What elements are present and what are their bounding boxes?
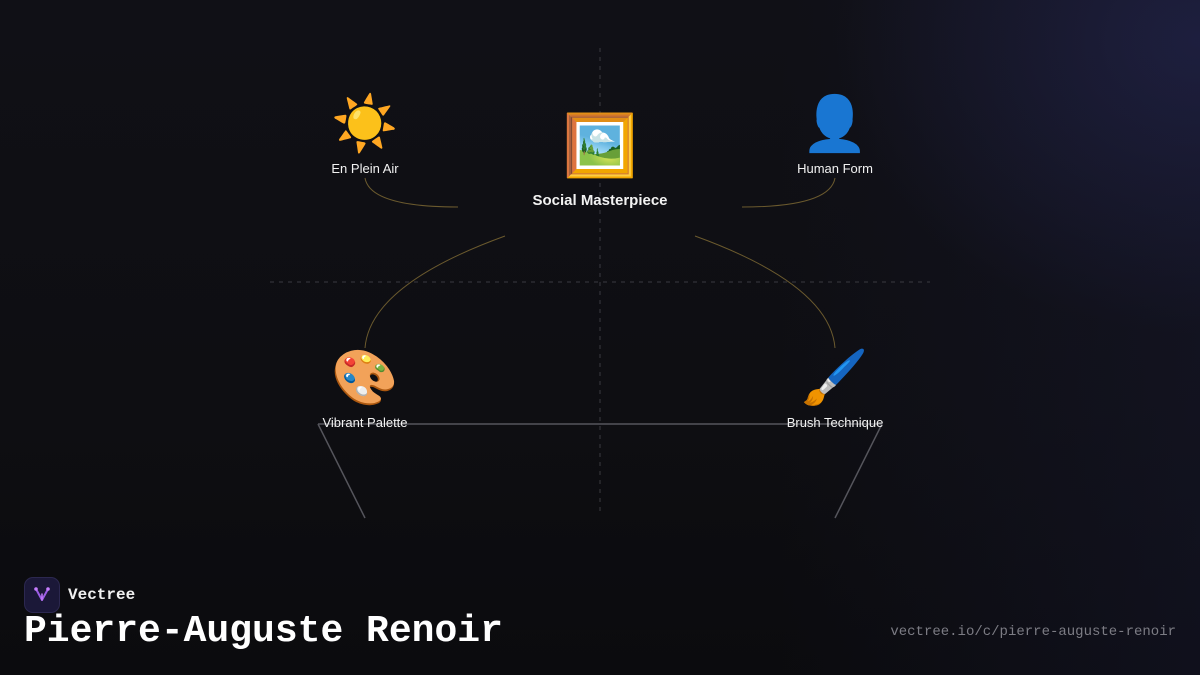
node-en-plein-air[interactable]: ☀️ En Plein Air bbox=[331, 92, 399, 177]
base-left-leg bbox=[317, 423, 366, 519]
sun-icon: ☀️ bbox=[331, 92, 399, 155]
artist-palette-icon: 🎨 bbox=[331, 346, 399, 409]
brand[interactable]: Vectree bbox=[24, 577, 135, 613]
paintbrush-icon: 🖌️ bbox=[801, 346, 869, 409]
vectree-logo-icon bbox=[24, 577, 60, 613]
node-label: Human Form bbox=[797, 161, 873, 176]
page-title: Pierre-Auguste Renoir bbox=[24, 610, 503, 653]
node-label: En Plein Air bbox=[331, 161, 399, 176]
node-label: Brush Technique bbox=[786, 415, 884, 430]
connector-vibrant-palette bbox=[364, 235, 506, 349]
brand-name: Vectree bbox=[68, 586, 136, 604]
connector-en-plein-air bbox=[364, 177, 459, 208]
page-url[interactable]: vectree.io/c/pierre-auguste-renoir bbox=[890, 624, 1176, 640]
connector-human-form bbox=[741, 177, 836, 208]
node-label: Social Masterpiece bbox=[532, 192, 668, 209]
framed-picture-icon: 🖼️ bbox=[562, 111, 638, 181]
node-human-form[interactable]: 👤 Human Form bbox=[797, 92, 873, 177]
node-label: Vibrant Palette bbox=[322, 415, 408, 430]
node-brush-technique[interactable]: 🖌️ Brush Technique bbox=[786, 346, 884, 431]
base-right-leg bbox=[834, 423, 883, 519]
node-social-masterpiece[interactable]: 🖼️ Social Masterpiece bbox=[532, 116, 667, 209]
person-silhouette-icon: 👤 bbox=[801, 92, 869, 155]
connector-brush-technique bbox=[694, 235, 836, 349]
node-vibrant-palette[interactable]: 🎨 Vibrant Palette bbox=[322, 346, 408, 431]
